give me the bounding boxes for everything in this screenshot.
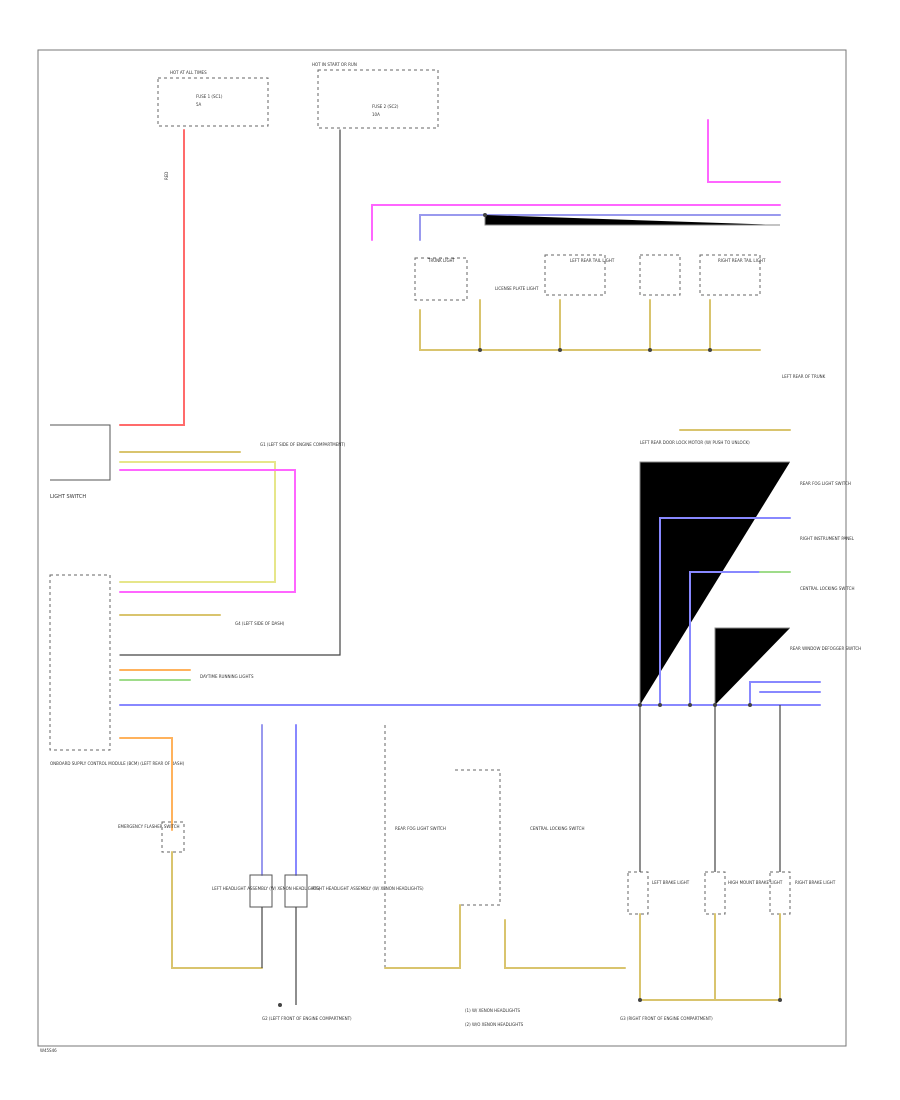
center-brake-label: HIGH MOUNT BRAKE LIGHT [728, 880, 783, 885]
right-brake-label: RIGHT BRAKE LIGHT [795, 880, 836, 885]
wire-red-label: RED [164, 172, 169, 180]
center-switch-assembly: REAR FOG LIGHT SWITCH CENTRAL LOCKING SW… [384, 725, 585, 968]
wire-blue-right-stack [749, 681, 821, 706]
wire-blue-clk [689, 571, 761, 706]
wire-grey-defog [714, 627, 790, 705]
light-switch: LIGHT SWITCH [50, 424, 111, 500]
wire-violet-rear [419, 214, 781, 241]
bcm-label: ONBOARD SUPPLY CONTROL MODULE (BCM) (LEF… [50, 761, 185, 766]
emergency-switch-label: EMERGENCY FLASHER SWITCH [118, 824, 180, 829]
emergency-flasher-switch: EMERGENCY FLASHER SWITCH [118, 821, 185, 853]
fuse-box-right-label: HOT IN START OR RUN [312, 62, 357, 67]
wire-grey-rear-fog [639, 461, 790, 705]
central-locking-text: CENTRAL LOCKING SWITCH [530, 826, 585, 831]
legend-line-1: (1) W/ XENON HEADLIGHTS [465, 1008, 520, 1013]
wire-tan-emerg-gnd [171, 851, 263, 969]
wire-orange-emerg [119, 737, 173, 831]
lamp-center [639, 254, 681, 296]
lamp-left-tail [544, 254, 606, 296]
lamp-trunk-label: TRUNK LIGHT [427, 258, 456, 263]
footer-code: W45S46 [40, 1048, 57, 1053]
lamp-right-tail [699, 254, 761, 296]
wire-fuse2-feed [119, 129, 341, 656]
right-headlight-label: RIGHT HEADLIGHT ASSEMBLY (W/ XENON HEADL… [312, 886, 424, 891]
wire-blk-headlight-gnd [261, 907, 297, 1005]
ground-g4-label: G4 (LEFT SIDE OF DASH) [235, 621, 285, 626]
wire-tan-brake-gnd [639, 913, 781, 1001]
wire-yel-ls [119, 461, 276, 583]
rear-fog-switch-text: REAR FOG LIGHT SWITCH [395, 826, 446, 831]
fuse-1-amp: 5A [196, 102, 202, 107]
fuse-1-label: FUSE 1 (SC1) [196, 94, 223, 99]
left-rear-window-label: LEFT REAR DOOR LOCK MOTOR (W/ PUSH TO UN… [640, 440, 750, 445]
legend: (1) W/ XENON HEADLIGHTS (2) W/O XENON HE… [465, 1008, 524, 1027]
light-switch-label: LIGHT SWITCH [50, 494, 86, 500]
central-locking-label: CENTRAL LOCKING SWITCH [800, 586, 855, 591]
ground-g3-label: G3 (RIGHT FRONT OF ENGINE COMPARTMENT) [620, 1016, 713, 1021]
rear-window-heater-label: REAR WINDOW DEFOGGER SWITCH [790, 646, 861, 651]
wire-tan-rear-gnd [419, 309, 761, 351]
right-headlight: RIGHT HEADLIGHT ASSEMBLY (W/ XENON HEADL… [284, 874, 424, 908]
wire-grey-rear [484, 215, 780, 226]
wire-red-fuse1 [119, 129, 185, 426]
lamp-right-tail-label: RIGHT REAR TAIL LIGHT [718, 258, 766, 263]
daytime-lights-label: DAYTIME RUNNING LIGHTS [200, 674, 254, 679]
lamp-license-label: LICENSE PLATE LIGHT [495, 286, 539, 291]
fuse-2-amp: 10A [372, 112, 380, 117]
wire-tan-center-gnd [384, 904, 461, 969]
wire-pink-rear [371, 204, 781, 241]
legend-line-2: (2) W/O XENON HEADLIGHTS [465, 1022, 524, 1027]
left-headlight-label: LEFT HEADLIGHT ASSEMBLY (W/ XENON HEADLI… [212, 886, 321, 891]
fuse-box-left-label: HOT AT ALL TIMES [170, 70, 207, 75]
lamp-left-tail-label: LEFT REAR TAIL LIGHT [570, 258, 615, 263]
left-brake-label: LEFT BRAKE LIGHT [652, 880, 690, 885]
ground-g1-label: G1 (LEFT SIDE OF ENGINE COMPARTMENT) [260, 442, 346, 447]
wire-tan-lamps [479, 299, 711, 351]
brake-lights: LEFT BRAKE LIGHT HIGH MOUNT BRAKE LIGHT … [627, 871, 836, 915]
right-wiper-label: RIGHT INSTRUMENT PANEL [800, 536, 855, 541]
wire-pink-top [707, 119, 781, 183]
wire-blue-instr [659, 517, 791, 706]
wire-tan-center-gnd2 [504, 919, 626, 969]
rear-fog-label: REAR FOG LIGHT SWITCH [800, 481, 851, 486]
fuse-box-right: HOT IN START OR RUN FUSE 2 (SC2) 10A [312, 62, 439, 129]
bcm-module: ONBOARD SUPPLY CONTROL MODULE (BCM) (LEF… [49, 574, 185, 766]
fuse-2-label: FUSE 2 (SC2) [372, 104, 399, 109]
fuse-box-left: HOT AT ALL TIMES FUSE 1 (SC1) 5A [157, 70, 269, 127]
ground-g2-label: G2 (LEFT FRONT OF ENGINE COMPARTMENT) [262, 1016, 352, 1021]
lamp-trunk [414, 257, 468, 301]
left-headlight: LEFT HEADLIGHT ASSEMBLY (W/ XENON HEADLI… [212, 874, 321, 908]
gnd-right-rear-label: LEFT REAR OF TRUNK [782, 374, 826, 379]
wire-blk-brake-feed [639, 705, 781, 872]
diagram-frame [37, 49, 847, 1047]
wire-pnk-ls [119, 469, 296, 593]
